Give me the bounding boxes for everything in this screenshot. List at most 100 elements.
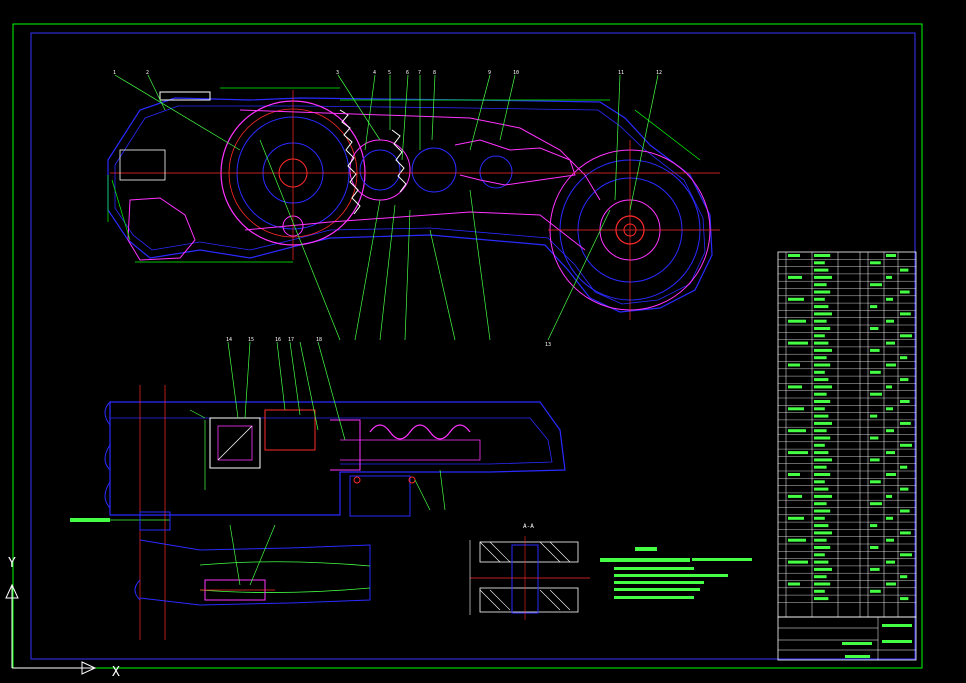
table-cell-text (788, 429, 806, 433)
table-cell-text (814, 494, 832, 498)
callout-6: 6 (406, 70, 409, 76)
table-cell-text (814, 597, 829, 601)
table-cell-text (870, 436, 879, 440)
callout-3: 3 (336, 70, 339, 76)
table-cell-text (886, 341, 895, 345)
table-cell-text (870, 283, 882, 287)
table-cell-text (886, 254, 896, 257)
table-cell-text (900, 334, 912, 338)
table-cell-text (900, 378, 909, 382)
table-cell-text (814, 254, 831, 257)
callout-1: 1 (113, 70, 116, 76)
table-cell-text (788, 385, 802, 389)
table-cell-text (814, 560, 829, 564)
table-cell-text (814, 400, 831, 403)
title-block (777, 616, 917, 661)
table-cell-text (870, 567, 880, 571)
technical-notes (600, 547, 752, 599)
table-cell-text (814, 319, 827, 323)
table-cell-text (788, 341, 808, 345)
table-cell-text (870, 524, 878, 528)
table-cell-text (900, 290, 910, 294)
table-cell-text (886, 385, 892, 389)
middle-plan-view (104, 385, 566, 640)
table-cell-text (814, 268, 829, 272)
table-cell-text (814, 297, 825, 301)
callout-14: 14 (226, 337, 232, 343)
table-cell-text (814, 421, 832, 425)
callout-17: 17 (288, 337, 294, 343)
table-cell-text (814, 356, 827, 360)
top-callout-labels: 1 2 3 4 5 6 7 8 9 10 11 12 13 (113, 70, 662, 348)
top-assembly-view (107, 87, 720, 320)
table-cell-text (814, 392, 827, 396)
table-cell-text (814, 487, 829, 491)
table-cell-text (900, 487, 909, 491)
table-cell-text (814, 509, 831, 513)
outer-sheet-frame (12, 23, 923, 669)
table-cell-text (886, 582, 896, 586)
table-cell-text (814, 327, 831, 330)
callout-12: 12 (656, 70, 662, 76)
table-cell-text (900, 356, 908, 360)
table-cell-text (900, 465, 908, 469)
table-cell-text (814, 567, 832, 571)
table-cell-text (870, 392, 882, 396)
table-cell-text (814, 290, 831, 294)
table-cell-text (900, 421, 911, 425)
table-cell-text (886, 275, 892, 279)
axis-y-label: Y (8, 556, 16, 571)
table-cell-text (886, 363, 896, 367)
callout-5: 5 (388, 70, 391, 76)
table-cell-text (814, 407, 825, 411)
callout-8: 8 (433, 70, 436, 76)
table-cell-text (788, 297, 804, 301)
table-cell-text (814, 275, 832, 279)
axis-x-label: X (112, 665, 120, 680)
table-cell-text (788, 516, 804, 520)
table-cell-text (788, 275, 802, 279)
table-cell-text (814, 443, 825, 447)
table-cell-text (814, 363, 831, 367)
table-cell-text (870, 502, 882, 506)
table-cell-text (814, 516, 825, 520)
callout-16: 16 (275, 337, 281, 343)
top-leader-lines (114, 74, 659, 341)
table-cell-text (870, 480, 881, 484)
table-cell-text (814, 283, 827, 287)
table-cell-text (814, 538, 827, 542)
ucs-axis-icon (5, 583, 97, 675)
callout-9: 9 (488, 70, 491, 76)
table-cell-text (886, 473, 896, 476)
table-cell-text (886, 319, 894, 323)
table-cell-text (870, 261, 881, 265)
bottom-shaft-detail (134, 524, 371, 606)
table-cell-text (814, 429, 827, 433)
table-cell-text (870, 305, 878, 309)
callout-15: 15 (248, 337, 254, 343)
table-cell-text (900, 575, 908, 579)
table-cell-text (814, 473, 831, 476)
table-cell-text (870, 458, 880, 462)
table-cell-text (814, 451, 829, 455)
table-cell-text (900, 312, 911, 316)
table-cell-text (814, 334, 825, 338)
callout-11: 11 (618, 70, 624, 76)
table-cell-text (900, 553, 912, 557)
table-cell-text (788, 473, 800, 476)
table-cell-text (886, 451, 895, 455)
middle-callout-labels: 14 15 16 17 18 (226, 337, 322, 343)
table-cell-text (900, 400, 910, 403)
table-cell-text (814, 312, 832, 316)
table-cell-text (814, 378, 829, 382)
table-cell-text (886, 560, 895, 564)
table-cell-text (814, 305, 829, 309)
table-cell-text (870, 546, 879, 549)
table-cell-text (814, 575, 827, 579)
table-cell-text (788, 560, 808, 564)
callout-13: 13 (545, 342, 551, 348)
table-cell-text (814, 385, 832, 389)
table-cell-text (814, 414, 829, 418)
table-cell-text (870, 370, 881, 374)
